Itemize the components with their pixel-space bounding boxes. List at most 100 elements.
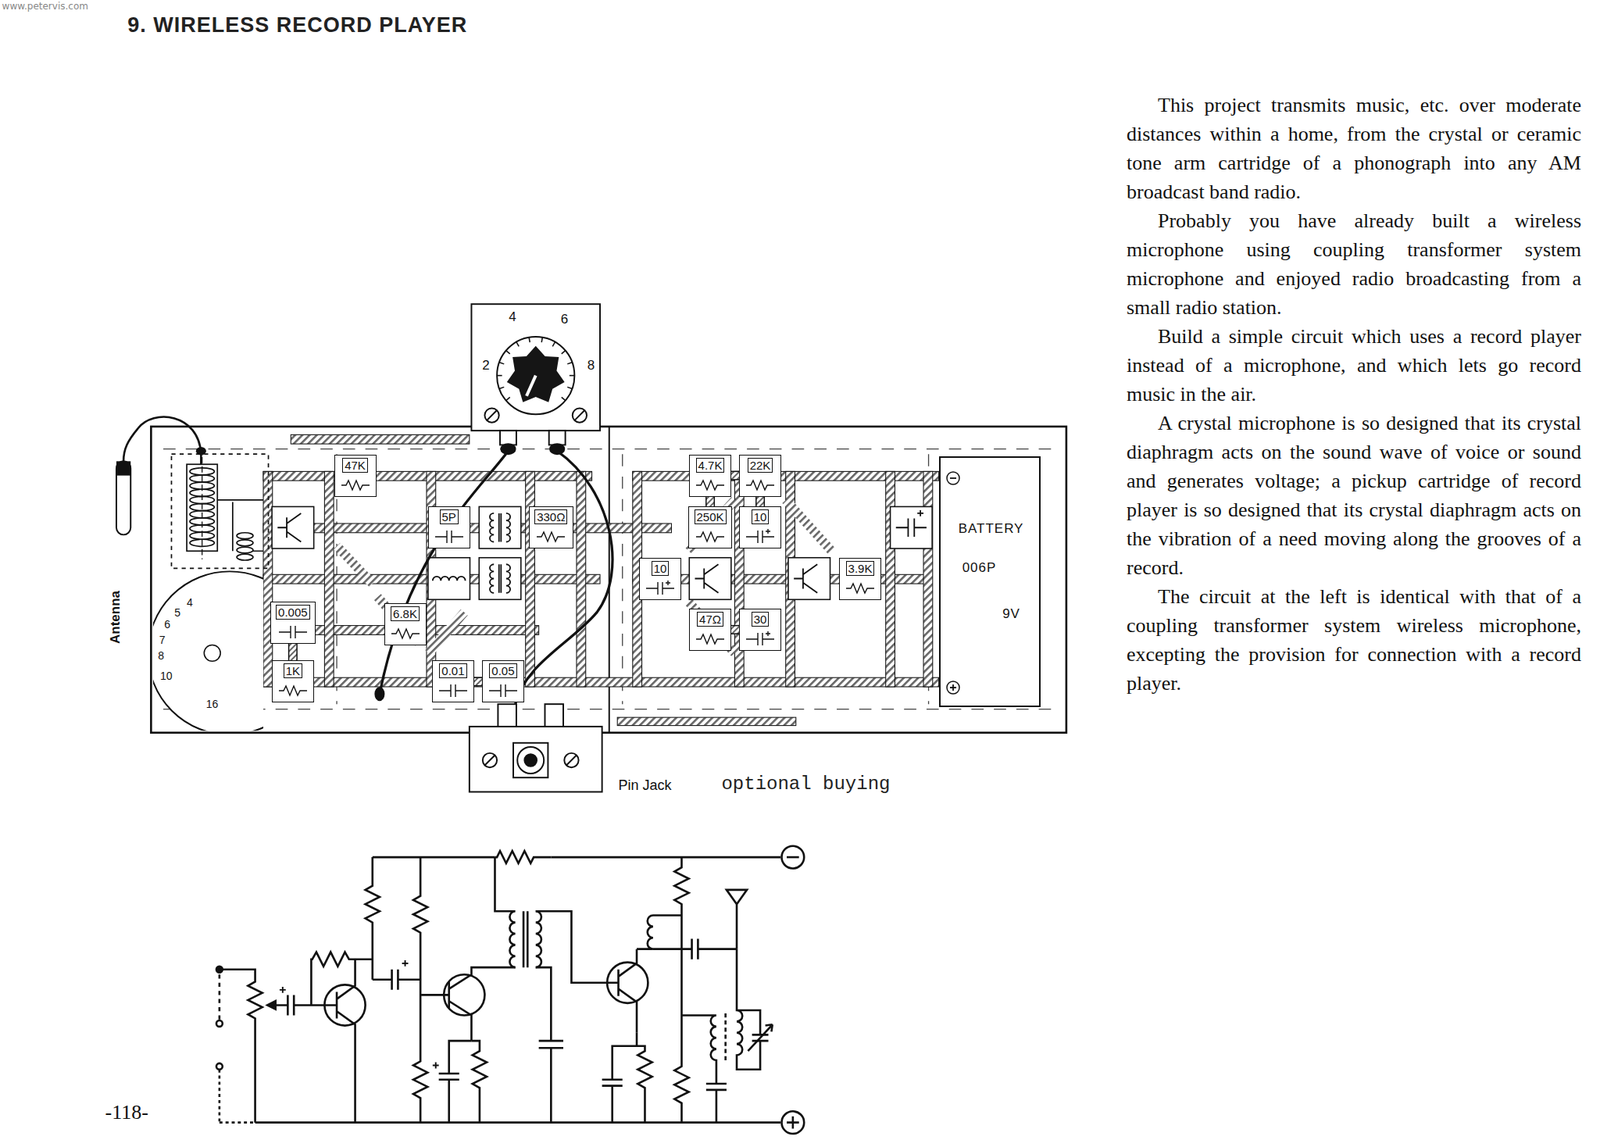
board-strip xyxy=(760,496,761,508)
resistor-symbol xyxy=(844,579,876,597)
schematic xyxy=(413,857,428,1123)
schematic xyxy=(726,889,747,950)
pin-jack xyxy=(524,753,537,767)
component-value: 30 xyxy=(751,611,770,627)
resistor-symbol xyxy=(696,480,725,490)
board-strip xyxy=(707,496,715,508)
board-strip xyxy=(474,678,483,686)
tuning-number: 7 xyxy=(159,633,166,647)
capacitor-symbol xyxy=(646,580,675,595)
capacitor-symbol xyxy=(277,623,309,641)
pin-jack xyxy=(469,703,603,792)
board-strip xyxy=(263,677,940,687)
battery-terminal xyxy=(946,471,960,485)
volume-control xyxy=(574,410,585,421)
capacitor-block xyxy=(890,506,933,549)
schematic xyxy=(535,910,619,1122)
dial-tick xyxy=(561,350,566,354)
antenna-wire xyxy=(196,446,207,455)
volume-control xyxy=(471,303,600,454)
schematic xyxy=(219,1121,256,1124)
schematic xyxy=(372,856,781,859)
coil-block xyxy=(489,564,511,593)
capacitor-symbol xyxy=(746,631,775,646)
volume-knob xyxy=(507,346,565,403)
component-block: 47Ω xyxy=(689,608,732,651)
dial-number: 2 xyxy=(482,357,490,374)
circuit-board xyxy=(150,426,1067,733)
antenna-coil xyxy=(189,539,215,547)
component-block: 330Ω xyxy=(528,506,574,549)
transistor-block xyxy=(788,557,831,600)
transistor-block xyxy=(689,557,732,600)
antenna-coil xyxy=(189,489,215,497)
schematic xyxy=(747,1024,772,1051)
battery-label: 9V xyxy=(1000,606,1022,622)
component-block: 3.9K xyxy=(839,557,882,600)
component-block xyxy=(271,506,933,600)
volume-control xyxy=(471,303,600,431)
pin-jack xyxy=(566,754,577,765)
resistor-symbol xyxy=(277,682,309,700)
volume-control xyxy=(572,407,587,422)
resistor-symbol xyxy=(744,476,776,494)
resistor-symbol xyxy=(694,528,726,546)
transistor-block xyxy=(694,564,718,593)
capacitor-block xyxy=(896,510,927,537)
capacitor-symbol xyxy=(489,684,518,697)
battery-terminal xyxy=(946,681,960,694)
transistor-block xyxy=(788,557,831,600)
component-value: 330Ω xyxy=(534,509,568,525)
pin-jack xyxy=(517,746,544,774)
schematic xyxy=(736,949,768,1070)
transistor-block xyxy=(271,506,315,549)
board-strip xyxy=(474,676,483,686)
coil-block xyxy=(478,557,522,600)
resistor-symbol xyxy=(341,480,370,490)
schematic xyxy=(218,1069,222,1123)
schematic xyxy=(494,857,515,968)
schematic xyxy=(786,856,800,859)
board-strip xyxy=(263,434,940,725)
component-block: 4.7K xyxy=(689,454,732,497)
battery-terminal xyxy=(945,679,961,696)
resistor-symbol xyxy=(746,480,775,490)
board-strip xyxy=(576,471,586,687)
board-strip xyxy=(731,625,740,635)
schematic xyxy=(681,1015,726,1123)
pin-jack xyxy=(497,703,517,729)
antenna-wire xyxy=(116,460,131,475)
component-block: 47K xyxy=(334,454,377,497)
schematic xyxy=(279,986,286,993)
board-strip xyxy=(617,717,797,725)
schematic xyxy=(781,846,804,869)
schematic xyxy=(255,1121,782,1124)
lead-wire xyxy=(374,686,385,701)
antenna-coil xyxy=(236,546,254,554)
capacitor-symbol xyxy=(439,684,468,697)
schematic xyxy=(724,1013,727,1063)
component-block: 10 xyxy=(739,506,782,549)
transistor-block xyxy=(277,513,301,543)
board-strip xyxy=(710,496,711,508)
note: optional buying xyxy=(721,773,890,795)
dial-number: 4 xyxy=(508,309,516,325)
capacitor-symbol xyxy=(746,528,775,543)
coil-block xyxy=(428,557,471,600)
component-value: 6.8K xyxy=(390,606,420,622)
capacitor-block xyxy=(890,506,933,549)
dial-tick xyxy=(496,375,503,377)
dial-tick xyxy=(567,362,572,365)
antenna-wire xyxy=(116,460,131,535)
board-strip xyxy=(474,681,483,683)
dial-tick xyxy=(499,386,504,389)
component-block: 6.8K xyxy=(384,603,427,646)
schematic xyxy=(216,1020,223,1027)
transistor-block xyxy=(271,506,315,549)
dial-tick xyxy=(506,350,511,354)
body-paragraph: This project transmits music, etc. over … xyxy=(1126,90,1582,207)
watermark: www.petervis.com xyxy=(2,0,89,12)
antenna-coil xyxy=(201,457,203,560)
pin-jack xyxy=(564,753,579,768)
